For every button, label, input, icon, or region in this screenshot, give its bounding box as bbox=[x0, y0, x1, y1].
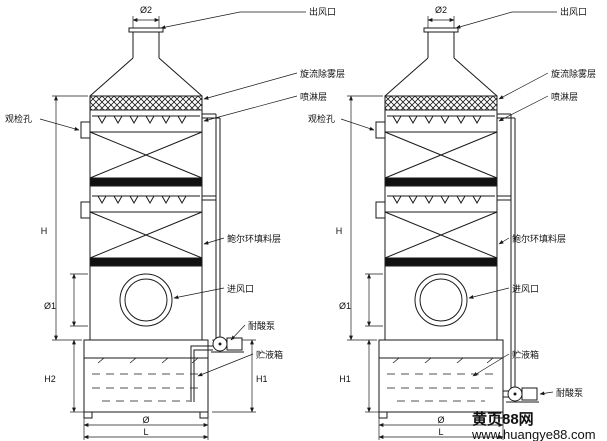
leader-tank-right bbox=[472, 353, 510, 377]
leader-pump-left bbox=[230, 324, 246, 341]
watermark-title: 黄页88网 bbox=[472, 410, 534, 428]
dim-label-dia: Ø bbox=[142, 415, 149, 425]
dim-label-h: H bbox=[41, 226, 48, 236]
leader-demister-left bbox=[203, 72, 298, 100]
dim-label-dia1: Ø1 bbox=[339, 301, 351, 311]
acid-pump bbox=[505, 386, 540, 403]
acid-pump bbox=[210, 336, 245, 353]
label-demister: 旋流除雾层 bbox=[551, 68, 596, 79]
label-demister: 旋流除雾层 bbox=[300, 68, 345, 79]
leader-inspection-right bbox=[340, 118, 375, 131]
label-pump: 耐酸泵 bbox=[248, 320, 275, 331]
dim-label-dia2: Ø2 bbox=[140, 5, 152, 15]
leader-outlet-right bbox=[455, 11, 557, 29]
pump-suction-pipe bbox=[193, 349, 213, 402]
watermark-url: www.huangye88.com bbox=[471, 427, 596, 441]
dim-label-h: H bbox=[336, 226, 343, 236]
label-inlet: 进风口 bbox=[512, 284, 539, 294]
label-packing: 鲍尔环填料层 bbox=[227, 233, 281, 244]
right-tower-labels: 出风口 Ø2 旋流除雾层 喷淋层 观检孔 H 鲍尔环填料层 进风口 Ø1 H1 … bbox=[308, 5, 596, 437]
dim-label-l: L bbox=[143, 427, 148, 437]
leader-packing-left bbox=[203, 237, 225, 245]
label-inspection: 观检孔 bbox=[308, 113, 335, 124]
label-inspection: 观检孔 bbox=[5, 113, 32, 124]
leader-inlet-left bbox=[173, 287, 225, 300]
label-spray: 喷淋层 bbox=[551, 91, 578, 102]
leader-demister-right bbox=[498, 72, 549, 100]
leader-lines bbox=[39, 11, 557, 396]
dim-label-dia2: Ø2 bbox=[435, 5, 447, 15]
dim-label-dia: Ø bbox=[437, 415, 444, 425]
tower-structure bbox=[347, 16, 515, 440]
right-tower-extras bbox=[365, 336, 540, 413]
leader-outlet-left bbox=[160, 11, 306, 30]
label-outlet: 出风口 bbox=[309, 6, 336, 17]
leader-spray-left bbox=[203, 95, 298, 122]
label-tank: 贮液箱 bbox=[256, 349, 283, 360]
left-tower-extras bbox=[70, 336, 256, 413]
label-spray: 喷淋层 bbox=[300, 91, 327, 102]
left-tower-labels: 出风口 Ø2 旋流除雾层 喷淋层 观检孔 H 鲍尔环填料层 进风口 耐酸泵 贮液… bbox=[5, 5, 345, 437]
leader-spray-right bbox=[498, 95, 549, 122]
label-tank: 贮液箱 bbox=[512, 349, 539, 360]
dim-label-h2: H2 bbox=[44, 374, 56, 384]
leader-inspection-left bbox=[39, 118, 80, 131]
label-pump: 耐酸泵 bbox=[556, 387, 583, 398]
watermark: 黄页88网 www.huangye88.com bbox=[471, 410, 596, 441]
dim-label-dia1: Ø1 bbox=[44, 301, 56, 311]
leader-packing-right bbox=[498, 237, 510, 245]
label-outlet: 出风口 bbox=[560, 6, 587, 17]
leader-inlet-right bbox=[468, 287, 510, 299]
label-inlet: 进风口 bbox=[227, 284, 254, 294]
pump-suction-pipe bbox=[190, 345, 213, 402]
dim-label-l: L bbox=[438, 427, 443, 437]
dim-label-h1: H1 bbox=[256, 374, 268, 384]
leader-tank-left bbox=[197, 353, 254, 377]
leader-pump-right bbox=[539, 391, 554, 396]
label-packing: 鲍尔环填料层 bbox=[512, 233, 566, 244]
right-tower bbox=[347, 16, 540, 440]
dim-label-h1: H1 bbox=[339, 374, 351, 384]
left-tower bbox=[52, 16, 256, 440]
tower-structure bbox=[52, 16, 220, 440]
